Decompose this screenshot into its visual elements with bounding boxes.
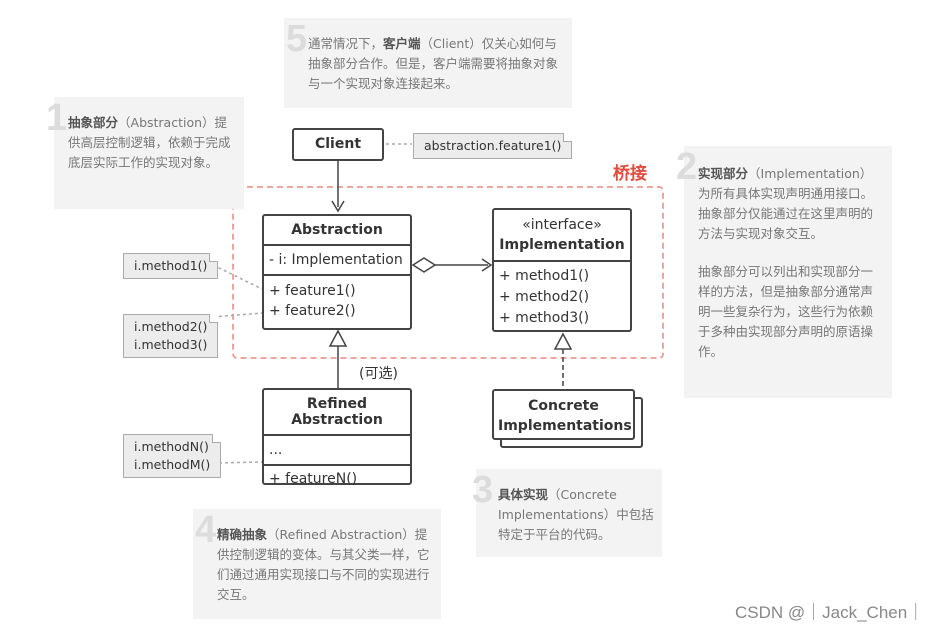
watermark: CSDN @｜Jack_Chen｜ <box>735 603 925 622</box>
abstraction-class: Abstraction - i: Implementation + featur… <box>262 214 412 330</box>
note-abstraction: 1 抽象部分（Abstraction）提供高层控制逻辑，依赖于完成底层实际工作的… <box>46 97 244 209</box>
abstraction-title: Abstraction <box>291 222 383 238</box>
f1-tag-connector <box>212 264 263 290</box>
note-client: 5 通常情况下，客户端（Client）仅关心如何与抽象部分合作。但是，客户端需要… <box>284 18 572 108</box>
note-number: 4 <box>195 509 217 551</box>
f2-tag-connector <box>212 312 263 318</box>
aggregation-diamond <box>411 257 437 273</box>
implementation-method: + method2() <box>499 289 590 305</box>
note-term: 精确抽象 <box>217 527 268 542</box>
feature2-tag: i.method2() i.method3() <box>123 314 219 358</box>
note-number: 1 <box>46 97 68 139</box>
implementation-interface: «interface» Implementation + method1() +… <box>492 208 632 332</box>
implementation-stereotype: «interface» <box>522 217 602 233</box>
refined-abstraction-class: Refined Abstraction ... + featureN() <box>262 388 412 487</box>
note-number: 5 <box>286 18 308 60</box>
note-term: 具体实现 <box>498 487 549 502</box>
refined-inheritance-triangle <box>328 329 348 347</box>
note-text: （Implementation）为所有具体实现声明通用接口。抽象部分仅能通过在这… <box>698 166 874 241</box>
optional-label: (可选) <box>359 366 398 382</box>
note-number: 3 <box>472 469 494 511</box>
concrete-title-line2: Implementations <box>498 418 632 434</box>
implementation-method: + method1() <box>499 268 590 284</box>
bridge-label: 桥接 <box>613 164 647 184</box>
implementation-methods: + method1() + method2() + method3() <box>494 260 630 333</box>
abstraction-field: - i: Implementation <box>264 244 410 274</box>
implementation-method: + method3() <box>499 310 590 326</box>
note-number: 2 <box>676 146 698 188</box>
abstraction-method: + feature2() <box>269 303 356 319</box>
note-term: 客户端 <box>383 36 421 51</box>
note-text: （Abstraction）提供高层控制逻辑，依赖于完成底层实际工作的实现对象。 <box>68 115 231 170</box>
refined-methods: + featureN() <box>264 464 410 492</box>
feature1-tag: i.method1() <box>123 253 219 279</box>
aggregation-arrowhead <box>481 258 493 272</box>
note-text: （Refined Abstraction）提供控制逻辑的变体。与其父类一样，它们… <box>217 527 430 602</box>
note-term: 抽象部分 <box>68 115 119 130</box>
note-refined: 4 精确抽象（Refined Abstraction）提供控制逻辑的变体。与其父… <box>193 509 441 619</box>
note-prefix: 通常情况下， <box>308 36 384 51</box>
bridge-region <box>232 186 664 359</box>
client-call-tag: abstraction.feature1() <box>413 133 573 159</box>
refined-title: Refined Abstraction <box>291 396 383 428</box>
note-text: （Client）仅关心如何与抽象部分合作。但是，客户端需要将抽象对象与一个实现对… <box>308 36 559 91</box>
implementation-title: Implementation <box>499 237 625 253</box>
client-arrowhead <box>331 200 345 213</box>
concrete-realization-triangle <box>553 332 573 350</box>
note-term: 实现部分 <box>698 166 749 181</box>
abstraction-method: + feature1() <box>269 283 356 299</box>
featureN-tag: i.methodN() i.methodM() <box>123 434 222 478</box>
refined-method: + featureN() <box>269 471 358 487</box>
note-implementation: 2 实现部分（Implementation）为所有具体实现声明通用接口。抽象部分… <box>676 146 892 398</box>
note-concrete: 3 具体实现（Concrete Implementations）中包括特定于平台… <box>472 469 662 557</box>
client-title: Client <box>314 136 362 152</box>
concrete-title-line1: Concrete <box>528 398 599 414</box>
refined-field: ... <box>264 434 410 464</box>
client-class: Client <box>292 128 384 161</box>
note-text: （Concrete Implementations）中包括特定于平台的代码。 <box>498 487 654 542</box>
concrete-implementations-class: Concrete Implementations <box>492 389 635 440</box>
abstraction-methods: + feature1() + feature2() <box>264 274 410 326</box>
note-extra-text: 抽象部分可以列出和实现部分一样的方法，但是抽象部分通常声明一些复杂行为，这些行为… <box>698 264 874 359</box>
